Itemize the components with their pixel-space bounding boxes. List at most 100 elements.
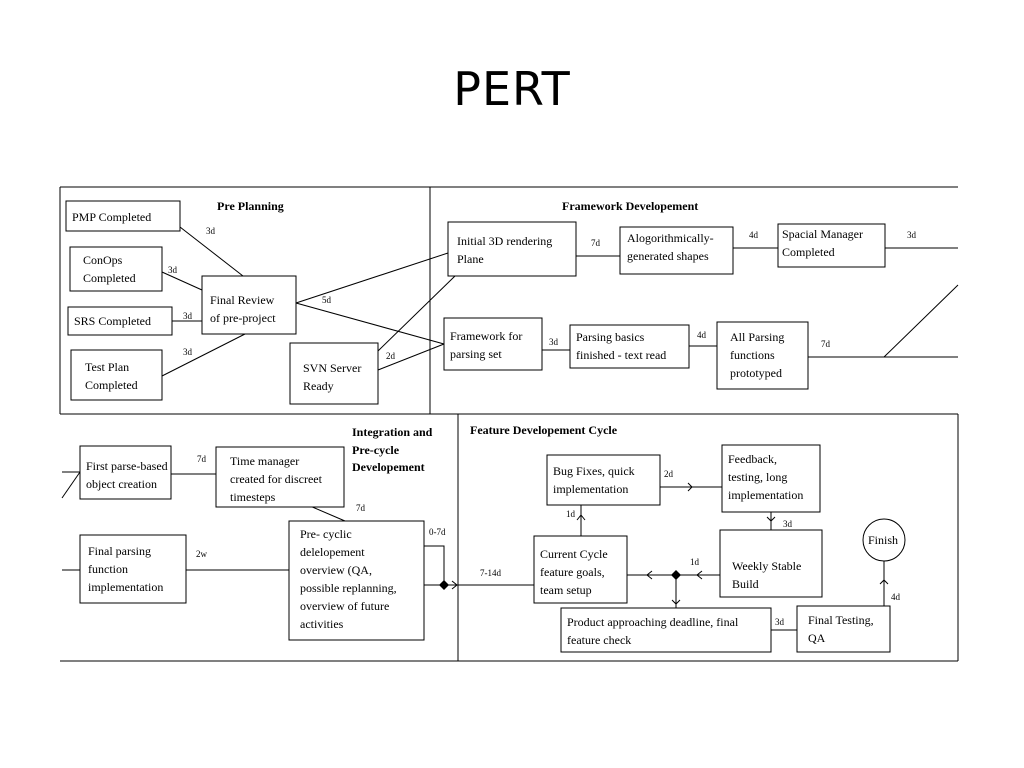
edge-label: 0-7d bbox=[429, 527, 446, 537]
edge-label: 3d bbox=[206, 226, 216, 236]
svg-text:Time manager: Time manager bbox=[230, 454, 299, 468]
edge-label: 7d bbox=[356, 503, 366, 513]
node-product-approaching: Product approaching deadline, final feat… bbox=[560, 607, 772, 653]
svg-text:QA: QA bbox=[808, 631, 826, 645]
node-pre-cyclic: Pre- cyclic delelopement overview (QA, p… bbox=[288, 520, 425, 641]
svg-text:Final parsing: Final parsing bbox=[88, 544, 151, 558]
svg-text:testing, long: testing, long bbox=[728, 470, 787, 484]
edge-labels: 3d 3d 3d 3d 5d 2d 7d 4d 3d 3d 4d 7d 7d 7… bbox=[168, 226, 917, 627]
edge-label: 3d bbox=[183, 311, 193, 321]
svg-text:Initial 3D rendering: Initial 3D rendering bbox=[457, 234, 552, 248]
svg-text:Current Cycle: Current Cycle bbox=[540, 547, 608, 561]
svg-text:overview of future: overview of future bbox=[300, 599, 389, 613]
svg-text:Build: Build bbox=[732, 577, 759, 591]
svg-text:timesteps: timesteps bbox=[230, 490, 276, 504]
svg-text:Completed: Completed bbox=[782, 245, 835, 259]
svg-text:Product approaching deadline,: Product approaching deadline, final bbox=[567, 615, 739, 629]
svg-text:Completed: Completed bbox=[83, 271, 136, 285]
node-bug-fixes: Bug Fixes, quick implementation bbox=[546, 454, 661, 506]
section-feature-cycle: Feature Developement Cycle bbox=[470, 423, 618, 437]
svg-text:Final Testing,: Final Testing, bbox=[808, 613, 874, 627]
svg-text:Plane: Plane bbox=[457, 252, 484, 266]
svg-text:SRS Completed: SRS Completed bbox=[74, 314, 151, 328]
svg-text:Framework for: Framework for bbox=[450, 329, 522, 343]
svg-text:First parse-based: First parse-based bbox=[86, 459, 168, 473]
edge-label: 7d bbox=[197, 454, 207, 464]
section-integration-1: Integration and bbox=[352, 425, 433, 439]
section-integration-3: Developement bbox=[352, 460, 425, 474]
edge-label: 2d bbox=[664, 469, 674, 479]
edge-label: 3d bbox=[783, 519, 793, 529]
svg-text:feature check: feature check bbox=[567, 633, 631, 647]
svg-text:Finish: Finish bbox=[868, 533, 898, 547]
edge-label: 3d bbox=[549, 337, 559, 347]
svg-text:SVN Server: SVN Server bbox=[303, 361, 361, 375]
svg-text:Parsing basics: Parsing basics bbox=[576, 330, 645, 344]
edge-label: 1d bbox=[566, 509, 576, 519]
svg-text:of pre-project: of pre-project bbox=[210, 311, 276, 325]
svg-text:generated shapes: generated shapes bbox=[627, 249, 709, 263]
edge-label: 7d bbox=[821, 339, 831, 349]
node-initial-3d: Initial 3D rendering Plane bbox=[447, 221, 577, 277]
edge-label: 2d bbox=[386, 351, 396, 361]
edge-label: 2w bbox=[196, 549, 208, 559]
svg-text:possible replanning,: possible replanning, bbox=[300, 581, 397, 595]
node-finish: Finish bbox=[862, 518, 906, 562]
node-final-testing: Final Testing, QA bbox=[796, 605, 891, 653]
svg-text:delelopement: delelopement bbox=[300, 545, 365, 559]
svg-text:parsing set: parsing set bbox=[450, 347, 502, 361]
svg-text:implementation: implementation bbox=[553, 482, 628, 496]
edge-label: 4d bbox=[749, 230, 759, 240]
section-pre-planning: Pre Planning bbox=[217, 199, 284, 213]
svg-text:implementation: implementation bbox=[88, 580, 163, 594]
node-time-manager: Time manager created for discreet timest… bbox=[215, 446, 345, 508]
node-final-review: Final Review of pre-project bbox=[201, 275, 297, 335]
section-framework: Framework Developement bbox=[562, 199, 698, 213]
svg-text:team setup: team setup bbox=[540, 583, 592, 597]
svg-text:Completed: Completed bbox=[85, 378, 138, 392]
svg-text:Spacial Manager: Spacial Manager bbox=[782, 227, 863, 241]
node-srs: SRS Completed bbox=[67, 306, 173, 336]
edge-label: 3d bbox=[168, 265, 178, 275]
node-conops: ConOps Completed bbox=[69, 246, 163, 292]
edge-label: 3d bbox=[183, 347, 193, 357]
svg-text:object creation: object creation bbox=[86, 477, 157, 491]
svg-text:activities: activities bbox=[300, 617, 344, 631]
svg-text:Feedback,: Feedback, bbox=[728, 452, 777, 466]
node-svn: SVN Server Ready bbox=[289, 342, 379, 405]
svg-text:functions: functions bbox=[730, 348, 775, 362]
svg-text:prototyped: prototyped bbox=[730, 366, 782, 380]
edge-label: 4d bbox=[891, 592, 901, 602]
decision-diamond-integration bbox=[439, 580, 449, 590]
edge-label: 1d bbox=[690, 557, 700, 567]
node-first-parse: First parse-based object creation bbox=[79, 445, 172, 500]
svg-text:created for discreet: created for discreet bbox=[230, 472, 323, 486]
svg-text:Final Review: Final Review bbox=[210, 293, 275, 307]
node-all-parsing: All Parsing functions prototyped bbox=[716, 321, 809, 390]
edge-label: 7-14d bbox=[480, 568, 501, 578]
node-algo-shapes: Alogorithmically- generated shapes bbox=[619, 226, 734, 275]
svg-text:PMP Completed: PMP Completed bbox=[72, 210, 151, 224]
svg-text:Bug Fixes, quick: Bug Fixes, quick bbox=[553, 464, 635, 478]
svg-text:function: function bbox=[88, 562, 128, 576]
node-current-cycle: Current Cycle feature goals, team setup bbox=[533, 535, 628, 604]
edge-label: 5d bbox=[322, 295, 332, 305]
node-feedback: Feedback, testing, long implementation bbox=[721, 444, 821, 513]
node-spacial-manager: Spacial Manager Completed bbox=[777, 223, 886, 268]
slide-title: PERT bbox=[453, 62, 571, 116]
decision-diamonds bbox=[439, 570, 681, 590]
edge-label: 3d bbox=[907, 230, 917, 240]
svg-text:Alogorithmically-: Alogorithmically- bbox=[627, 231, 714, 245]
section-frames bbox=[59, 186, 959, 662]
node-parsing-basics: Parsing basics finished - text read bbox=[569, 324, 690, 369]
svg-text:feature goals,: feature goals, bbox=[540, 565, 605, 579]
svg-text:Test Plan: Test Plan bbox=[85, 360, 129, 374]
node-framework-parsing: Framework for parsing set bbox=[443, 317, 543, 371]
node-weekly-build: Weekly Stable Build bbox=[719, 529, 823, 598]
svg-text:All Parsing: All Parsing bbox=[730, 330, 784, 344]
node-final-parsing: Final parsing function implementation bbox=[79, 534, 187, 604]
node-testplan: Test Plan Completed bbox=[70, 349, 163, 401]
edge-label: 3d bbox=[775, 617, 785, 627]
svg-text:finished - text read: finished - text read bbox=[576, 348, 666, 362]
